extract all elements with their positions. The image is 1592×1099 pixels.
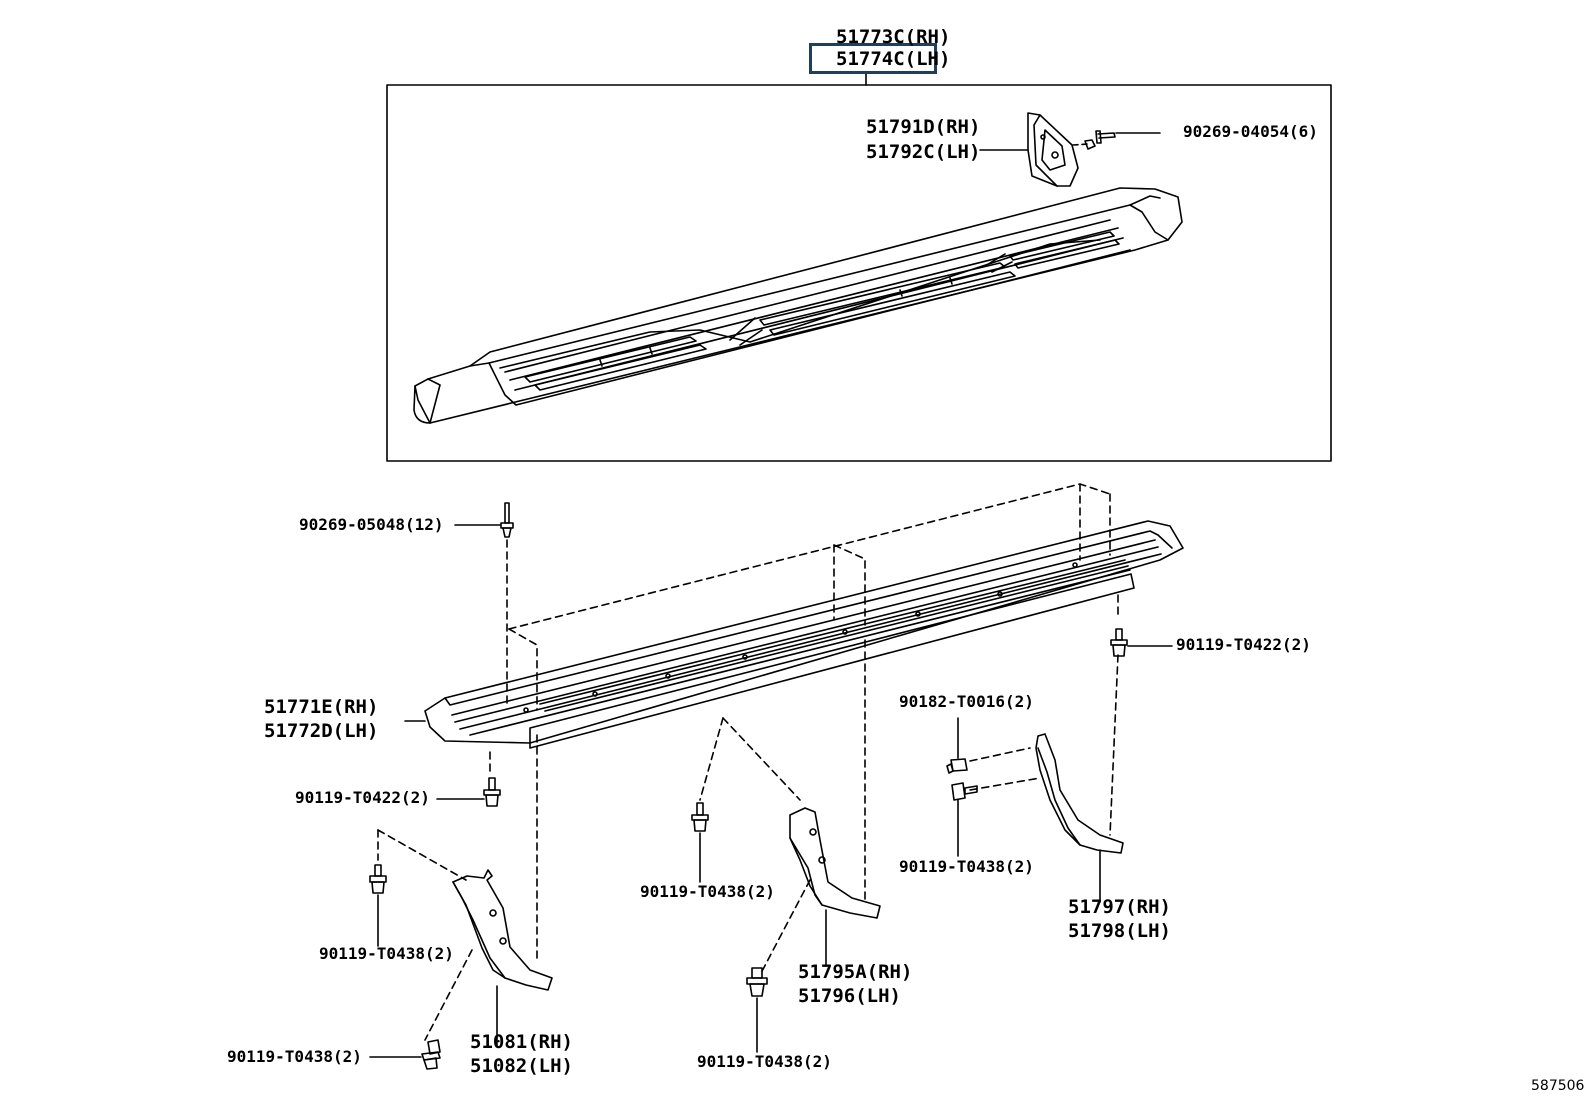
part-label-51791d[interactable]: 51791D(RH) xyxy=(866,116,981,138)
center-bracket-drawing xyxy=(789,807,881,919)
left-bracket-drawing xyxy=(452,869,553,991)
diagram-id: 587506 xyxy=(1531,1078,1585,1094)
bolt-drawing-plate xyxy=(1084,130,1116,150)
nut-drawing xyxy=(946,758,968,774)
part-label-90269-05048[interactable]: 90269-05048(12) xyxy=(299,515,444,534)
part-label-51081[interactable]: 51081(RH) xyxy=(470,1031,573,1053)
part-label-90119-t0422-left[interactable]: 90119-T0422(2) xyxy=(295,788,430,807)
step-board-drawing xyxy=(413,187,1183,424)
right-bracket-drawing xyxy=(1035,733,1124,854)
guide-lines xyxy=(377,483,1119,1041)
part-label-51795a[interactable]: 51795A(RH) xyxy=(798,961,913,983)
bolt-drawing-mid-right xyxy=(951,782,978,801)
bolt-drawing-center xyxy=(691,802,709,832)
bolt-drawing-right-top xyxy=(1110,628,1128,657)
part-label-90119-t0438-mid-right[interactable]: 90119-T0438(2) xyxy=(899,857,1034,876)
part-label-51796[interactable]: 51796(LH) xyxy=(798,985,901,1007)
part-label-90119-t0438-center-bottom[interactable]: 90119-T0438(2) xyxy=(697,1052,832,1071)
part-label-51773c[interactable]: 51773C(RH) xyxy=(836,26,951,48)
bolt-drawing-left-mid xyxy=(369,864,387,894)
bolt-drawing-center-bottom xyxy=(746,967,768,997)
selected-part-highlight xyxy=(809,43,937,74)
part-label-51792c[interactable]: 51792C(LH) xyxy=(866,141,981,163)
part-label-51772d[interactable]: 51772D(LH) xyxy=(264,720,379,742)
part-label-90119-t0438-center[interactable]: 90119-T0438(2) xyxy=(640,882,775,901)
part-label-51774c[interactable]: 51774C(LH) xyxy=(836,48,951,70)
bolt-drawing-left-top xyxy=(483,777,501,807)
clip-drawing xyxy=(500,502,514,538)
part-label-90269-04054[interactable]: 90269-04054(6) xyxy=(1183,122,1318,141)
part-label-90182-t0016[interactable]: 90182-T0016(2) xyxy=(899,692,1034,711)
part-label-90119-t0438-left-bottom[interactable]: 90119-T0438(2) xyxy=(227,1047,362,1066)
part-label-90119-t0422-right[interactable]: 90119-T0422(2) xyxy=(1176,635,1311,654)
rail-drawing xyxy=(424,520,1184,749)
part-label-51771e[interactable]: 51771E(RH) xyxy=(264,696,379,718)
mounting-plate-drawing xyxy=(1027,112,1079,187)
bolt-drawing-left-bottom xyxy=(421,1039,441,1070)
part-label-51082[interactable]: 51082(LH) xyxy=(470,1055,573,1077)
part-label-90119-t0438-left-mid[interactable]: 90119-T0438(2) xyxy=(319,944,454,963)
part-label-51797[interactable]: 51797(RH) xyxy=(1068,896,1171,918)
part-label-51798[interactable]: 51798(LH) xyxy=(1068,920,1171,942)
assembly-frame xyxy=(386,84,1332,462)
